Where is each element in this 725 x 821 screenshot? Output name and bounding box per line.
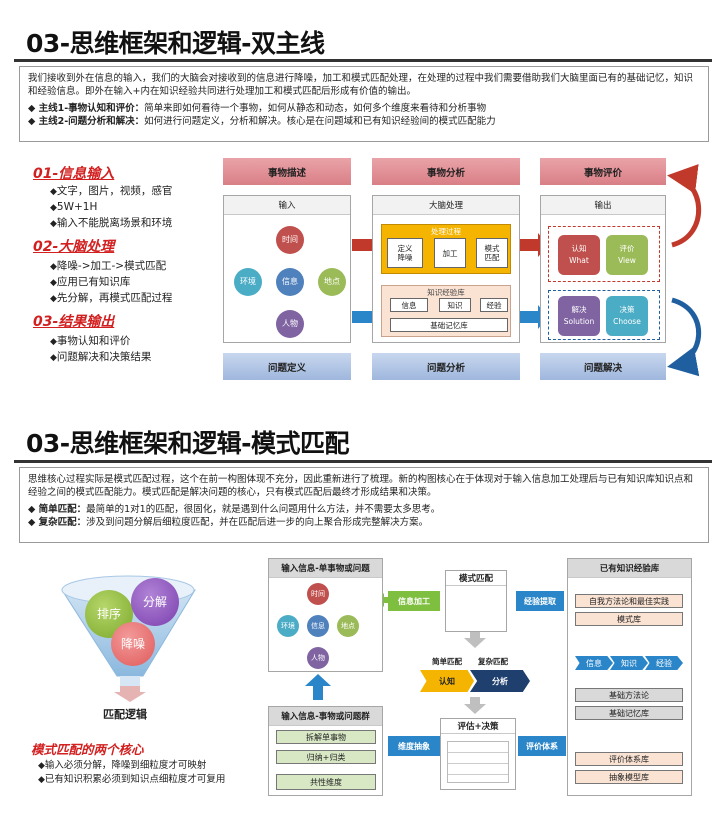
- panel-input-group-title: 输入信息-事物或问题群: [269, 707, 382, 726]
- circle-person: 人物: [276, 310, 304, 338]
- output-frame-solve: [548, 290, 660, 340]
- panel-input-single: 输入信息-单事物或问题: [268, 558, 383, 672]
- s2-circle-place: 地点: [337, 615, 359, 637]
- knowledge-experience: 经验: [480, 298, 508, 312]
- section-title-process: 02-大脑处理: [33, 239, 115, 255]
- header-thing-describe: 事物描述: [223, 158, 351, 185]
- kb-pattern-lib: 模式库: [575, 612, 683, 626]
- funnel-label: 匹配逻辑: [103, 708, 147, 721]
- section-title-input: 01-信息输入: [33, 166, 115, 182]
- process-title: 处理过程: [431, 227, 461, 236]
- pattern-match-title: 模式匹配: [446, 571, 506, 586]
- exp-extract-arrow: 经验提取: [516, 591, 564, 611]
- circle-info: 信息: [276, 268, 304, 296]
- eval-system-arrow: 评价体系: [518, 736, 566, 756]
- process-handle: 加工: [434, 238, 466, 268]
- s2-circle-environment: 环境: [277, 615, 299, 637]
- panel-output-title: 输出: [541, 196, 665, 215]
- analyze-chevron: 分析: [470, 670, 530, 692]
- header-problem-define: 问题定义: [223, 353, 351, 380]
- page-title-2: 03-思维框架和逻辑-模式匹配: [26, 429, 350, 458]
- funnel-circle-denoise: 降噪: [111, 622, 155, 666]
- panel-input-single-title: 输入信息-单事物或问题: [269, 559, 382, 578]
- panel-brain-title: 大脑处理: [373, 196, 519, 215]
- circle-place: 地点: [318, 268, 346, 296]
- s2-circle-info: 信息: [307, 615, 329, 637]
- kb-base-method: 基础方法论: [575, 688, 683, 702]
- complex-match-label: 复杂匹配: [478, 657, 508, 666]
- output-frame-evaluate: [548, 226, 660, 282]
- intro-paragraph: 我们接收到外在信息的输入，我们的大脑会对接收到的信息进行降噪，加工和模式匹配处理…: [28, 73, 694, 97]
- knowledge-title: 知识经验库: [427, 288, 465, 297]
- title-rule-2: [14, 460, 712, 463]
- section-title-output: 03-结果输出: [33, 314, 115, 330]
- intro2-bullet-1: ◆ 简单匹配：最简单的1对1的匹配，很固化，就是遇到什么问题用什么方法，并不需要…: [28, 504, 441, 515]
- header-problem-analyze: 问题分析: [372, 353, 520, 380]
- title-rule: [14, 59, 712, 62]
- kb-methodology: 自我方法论和最佳实践: [575, 594, 683, 608]
- evaluate-grid: [447, 741, 509, 783]
- process-define: 定义 降噪: [387, 238, 423, 268]
- intro-box-2: 思维核心过程实际是模式匹配过程，这个在前一构图体现不充分，因此重新进行了梳理。新…: [19, 467, 709, 543]
- kb-chain-info: 信息: [575, 656, 613, 670]
- s2-circle-time: 时间: [307, 583, 329, 605]
- intro2-bullet-2: ◆ 复杂匹配：涉及到问题分解后细粒度匹配，并在匹配后进一步的向上聚合形成完整解决…: [28, 517, 429, 528]
- funnel-circle-decompose: 分解: [131, 578, 179, 626]
- section-list-output: 事物认知和评价 问题解决和决策结果: [50, 334, 152, 366]
- info-process-arrow: 信息加工: [388, 591, 440, 611]
- core-list: 输入必须分解，降噪到细粒度才可映射 已有知识积累必须到知识点细粒度才可复用: [38, 759, 226, 787]
- kb-base-memory: 基础记忆库: [575, 706, 683, 720]
- kb-chain-knowledge: 知识: [610, 656, 648, 670]
- group-item-split: 拆解单事物: [276, 730, 376, 744]
- intro2-paragraph: 思维核心过程实际是模式匹配过程，这个在前一构图体现不充分，因此重新进行了梳理。新…: [28, 474, 694, 498]
- circle-time: 时间: [276, 226, 304, 254]
- intro-bullet-1: ◆ 主线1-事物认知和评价：简单来即如何看待一个事物，如何从静态和动态，如何多个…: [28, 103, 487, 114]
- header-thing-evaluate: 事物评价: [540, 158, 666, 185]
- kb-chain-experience: 经验: [645, 656, 683, 670]
- panel-input-title: 输入: [224, 196, 350, 215]
- section-list-input: 文字，图片，视频，感官 5W+1H 输入不能脱离场景和环境: [50, 184, 173, 232]
- pattern-match-box: 模式匹配: [445, 570, 507, 632]
- knowledge-info: 信息: [390, 298, 428, 312]
- section-list-process: 降噪->加工->模式匹配 应用已有知识库 先分解，再模式匹配过程: [50, 259, 173, 307]
- dim-abstract-arrow: 维度抽象: [388, 736, 440, 756]
- knowledge-memory: 基础记忆库: [390, 318, 508, 332]
- group-item-common: 共性维度: [276, 774, 376, 790]
- process-match: 模式 匹配: [476, 238, 508, 268]
- core-title: 模式匹配的两个核心: [31, 742, 144, 757]
- simple-match-label: 简单匹配: [432, 657, 462, 666]
- cognize-chevron: 认知: [420, 670, 474, 692]
- group-item-induce: 归纳+归类: [276, 750, 376, 764]
- intro-box: 我们接收到外在信息的输入，我们的大脑会对接收到的信息进行降噪，加工和模式匹配处理…: [19, 66, 709, 142]
- page-title: 03-思维框架和逻辑-双主线: [26, 29, 325, 58]
- header-problem-solve: 问题解决: [540, 353, 666, 380]
- evaluate-box: 评估+决策: [440, 718, 516, 790]
- intro-bullet-2: ◆ 主线2-问题分析和解决：如何进行问题定义，分析和解决。核心是在问题域和已有知…: [28, 116, 496, 127]
- kb-model-lib: 抽象模型库: [575, 770, 683, 784]
- knowledge-knowledge: 知识: [439, 298, 471, 312]
- s2-circle-person: 人物: [307, 647, 329, 669]
- circle-environment: 环境: [234, 268, 262, 296]
- panel-kb-title: 已有知识经验库: [568, 559, 691, 578]
- kb-eval-lib: 评价体系库: [575, 752, 683, 766]
- header-thing-analyze: 事物分析: [372, 158, 520, 185]
- evaluate-title: 评估+决策: [441, 719, 515, 734]
